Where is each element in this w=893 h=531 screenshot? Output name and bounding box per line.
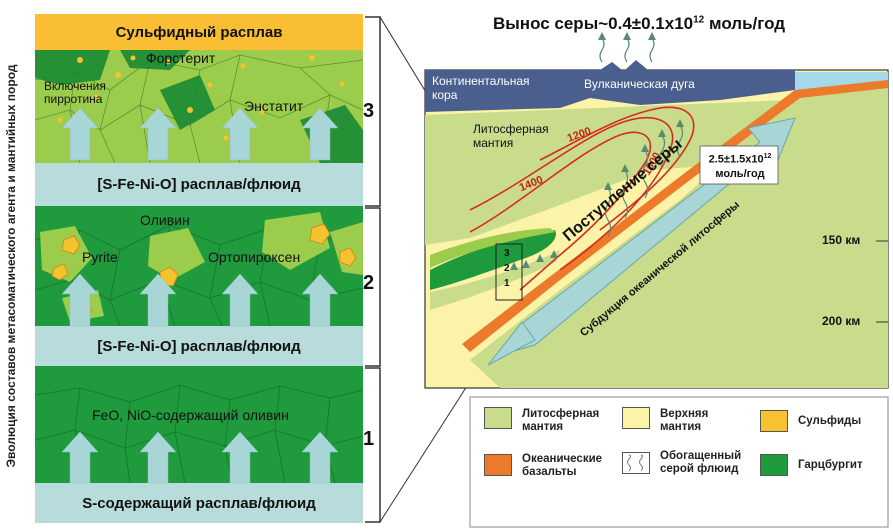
isotherm-lines (469, 106, 695, 291)
sulfur-flux-label: 2.5±1.5x1012 моль/год (706, 150, 774, 181)
fluid-arrowheads (510, 32, 684, 270)
legend-box (469, 396, 889, 528)
sulfide-melt-label: Сульфидный расплав (115, 23, 283, 41)
volcanic-arc-label: Вулканическая дуга (584, 77, 695, 91)
legend-sulfides: Сульфиды (798, 415, 862, 427)
inset-number-3: 3 (504, 248, 510, 259)
fluid-band-1 (35, 163, 363, 206)
zone-2-number: 2 (363, 272, 375, 294)
sulfur-removal-value: Вынос серы~0.4±0.1x10 (493, 14, 694, 33)
depth-200-label: 200 км (822, 314, 861, 328)
feo-nio-olivine-label: FeO, NiO-содержащий оливин (92, 407, 289, 423)
sulfide-melt-band (35, 14, 363, 50)
sulfur-removal-exponent: 12 (693, 14, 705, 26)
fluid-band-bottom (35, 483, 363, 523)
lithospheric-mantle-line2: мантия (473, 136, 514, 150)
zone-1-number: 1 (363, 428, 375, 450)
olivine-label: Оливин (140, 212, 190, 228)
fluid-wavy-arrows (599, 37, 684, 237)
legend-swatch-lith-mantle (484, 407, 512, 429)
fluid-band-2-label: [S-Fe-Ni-O] расплав/флюид (97, 337, 301, 355)
legend-harzburgite: Гарцбургит (798, 459, 863, 471)
legend-swatch-basalts (484, 454, 512, 476)
legend-lith-mantle-line1: Литосферная (522, 408, 600, 420)
forsterite-label: Форстерит (146, 50, 216, 66)
pyrrhotite-label-line1: Включения (44, 79, 106, 93)
legend-upper-mantle-line1: Верхняя (660, 408, 709, 420)
pyrrhotite-label-line2: пирротина (44, 92, 103, 106)
sulfur-removal-unit: моль/год (708, 14, 786, 33)
legend-swatch-harzburgite (760, 454, 788, 476)
legend-fluid-line1: Обогащенный (660, 450, 742, 462)
fluid-band-bottom-label: S-содержащий расплав/флюид (82, 494, 316, 512)
inset-number-1: 1 (504, 278, 510, 289)
legend-upper-mantle-line2: мантия (660, 421, 702, 433)
depth-150-label: 150 км (822, 233, 861, 247)
fluid-band-1-label: [S-Fe-Ni-O] расплав/флюид (97, 176, 301, 193)
inset-number-2: 2 (504, 263, 510, 274)
orthopyroxene-label: Ортопироксен (208, 249, 301, 265)
legend-basalts-line1: Океанические (522, 453, 603, 465)
sulfur-removal-title: Вынос серы~0.4±0.1x1012 моль/год (493, 14, 785, 34)
pyrite-label: Pyrite (82, 249, 118, 265)
inset-numbers: 3 2 1 (504, 246, 510, 291)
sulfur-flux-exponent: 12 (763, 153, 772, 160)
flux-box (699, 145, 779, 185)
pyrrhotite-inclusions (57, 55, 345, 141)
continental-crust-line1: Континентальная (432, 74, 530, 88)
continental-crust-line2: кора (432, 88, 458, 102)
legend-swatch-sulfides (760, 410, 788, 432)
lithospheric-mantle-label: Литосферная мантия (473, 122, 549, 150)
fluid-band-2 (35, 326, 363, 366)
wavy-fluid-icon (627, 454, 643, 472)
legend-swatch-fluid (622, 452, 650, 474)
zone3-dark-patches (35, 50, 363, 163)
zone-3-number: 3 (363, 100, 375, 122)
depth-ticks (876, 240, 888, 323)
pyrrhotite-label: Включения пирротина (44, 80, 106, 106)
legend-lith-mantle-line2: мантия (522, 421, 564, 433)
legend-swatch-upper-mantle (622, 407, 650, 429)
continental-crust-label: Континентальная кора (432, 74, 530, 102)
legend-basalts-line2: базальты (522, 466, 577, 478)
enstatite-label: Энстатит (244, 98, 304, 114)
zone-brackets (365, 16, 381, 523)
legend-fluid-line2: серой флюид (660, 463, 739, 475)
sulfur-flux-unit: моль/год (715, 167, 765, 180)
inset-box (495, 243, 523, 301)
sulfur-flux-value: 2.5±1.5x10 (708, 153, 764, 166)
vertical-title: Эволюция составов метасоматического аген… (4, 64, 18, 468)
upward-arrows (61, 107, 339, 484)
lithospheric-mantle-line1: Литосферная (473, 122, 549, 136)
